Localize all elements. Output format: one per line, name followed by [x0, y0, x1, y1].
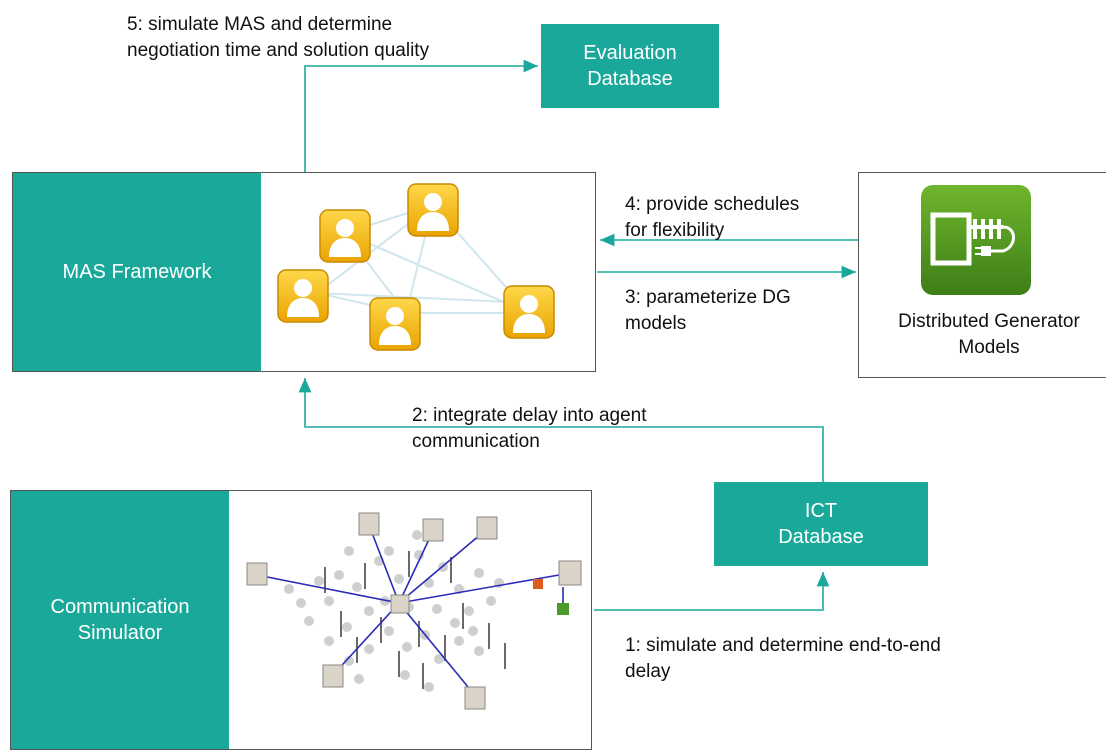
dg-models-label: Distributed Generator Models	[898, 311, 1080, 358]
communication-simulator-panel: Communication Simulator	[10, 490, 592, 750]
dg-models-box: Distributed Generator Models	[858, 172, 1106, 378]
communication-simulator-box: Communication Simulator	[11, 491, 229, 749]
network-links	[256, 524, 560, 694]
heater-plug-icon	[921, 185, 1031, 295]
connector-lines	[298, 59, 858, 611]
network-poles	[324, 551, 506, 689]
network-devices	[246, 512, 582, 710]
evaluation-database-label: Evaluation Database	[583, 42, 677, 90]
network-nodes	[284, 530, 504, 692]
mas-framework-box: MAS Framework	[13, 173, 261, 371]
agent-person-icon	[407, 183, 459, 237]
step-4-label: 4: provide schedules for flexibility	[625, 194, 800, 241]
mas-framework-panel: MAS Framework	[12, 172, 596, 372]
arrow-step-1	[594, 572, 830, 611]
step-3-label: 3: parameterize DG models	[625, 287, 791, 334]
ict-database-box: ICT Database	[714, 482, 928, 566]
step-2-label: 2: integrate delay into agent communicat…	[412, 405, 647, 452]
communication-simulator-label: Communication Simulator	[50, 596, 190, 644]
network-topology-icon	[246, 512, 582, 710]
step-5-label: 5: simulate MAS and determine negotiatio…	[127, 14, 430, 61]
agent-person-icon	[503, 285, 555, 339]
step-1-label: 1: simulate and determine end-to-end del…	[625, 635, 941, 682]
arrow-step-2	[298, 378, 824, 482]
agent-network	[277, 183, 555, 351]
mas-framework-label: MAS Framework	[62, 261, 212, 283]
evaluation-database-box: Evaluation Database	[541, 24, 719, 108]
agent-person-icon	[277, 269, 329, 323]
agent-person-icon	[319, 209, 371, 263]
arrow-step-5	[304, 59, 538, 172]
ict-database-label: ICT Database	[778, 500, 864, 548]
agent-person-icon	[369, 297, 421, 351]
